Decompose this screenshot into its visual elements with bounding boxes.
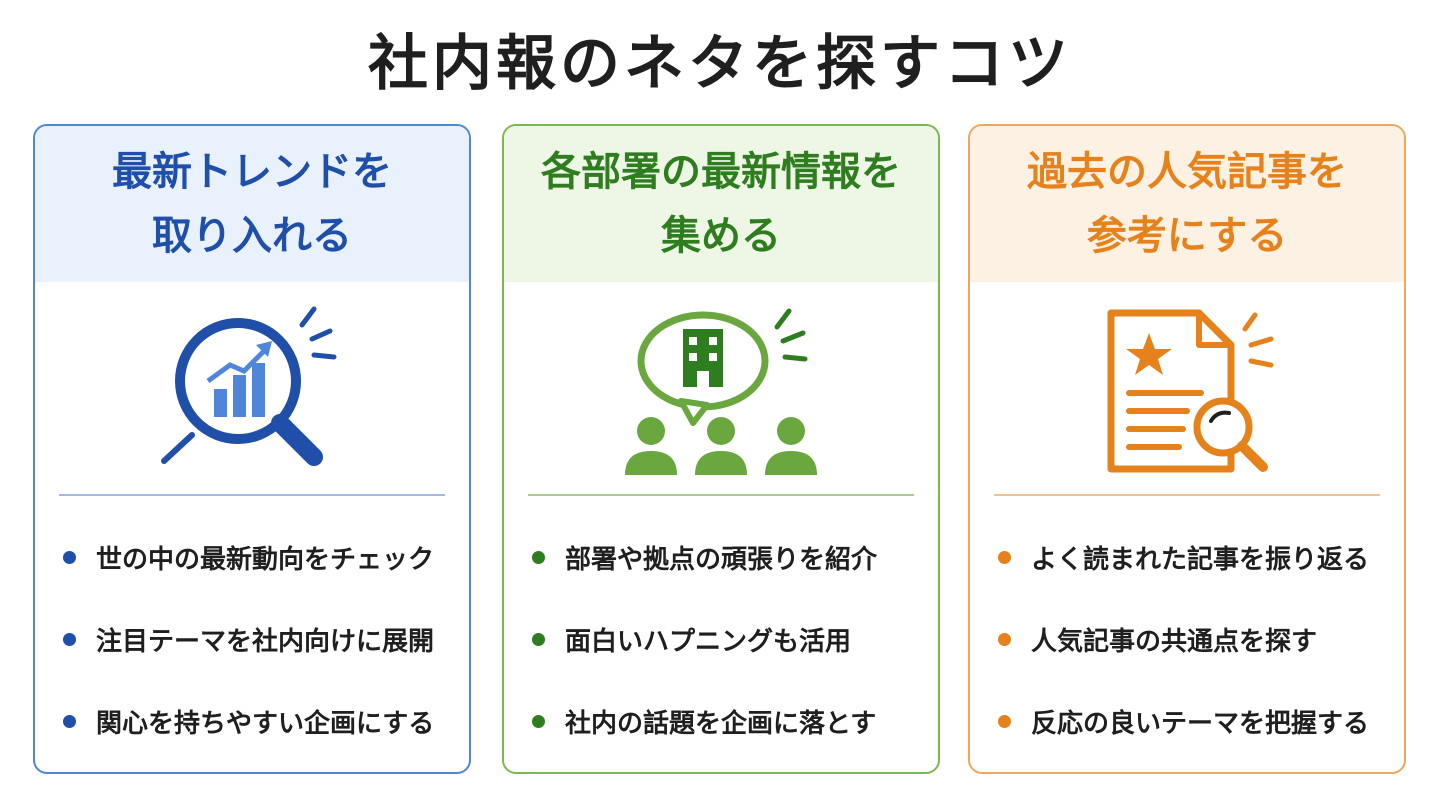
card-heading: 過去の人気記事を 参考にする xyxy=(1027,149,1347,259)
card-header: 各部署の最新情報を 集める xyxy=(504,126,938,282)
list-item: 関心を持ちやすい企画にする xyxy=(63,680,453,762)
card-divider xyxy=(528,494,914,496)
bullet-dot xyxy=(532,714,545,728)
bullet-dot xyxy=(63,714,76,728)
list-item: 社内の話題を企画に落とす xyxy=(532,680,922,762)
team-speech-building-icon xyxy=(504,298,938,488)
bullet-dot xyxy=(63,632,76,646)
card-divider xyxy=(994,494,1380,496)
card-popular-articles: 過去の人気記事を 参考にする よく読まれた記事を振り返る 人気記事の共通点を探す… xyxy=(968,124,1406,774)
bullet-dot xyxy=(532,632,545,646)
bullet-dot xyxy=(532,550,545,564)
list-item: 人気記事の共通点を探す xyxy=(998,598,1388,680)
bullet-dot xyxy=(998,632,1011,646)
card-divider xyxy=(59,494,445,496)
list-item: 世の中の最新動向をチェック xyxy=(63,516,453,598)
bullet-list: 部署や拠点の頑張りを紹介 面白いハプニングも活用 社内の話題を企画に落とす xyxy=(532,516,922,762)
card-header: 最新トレンドを 取り入れる xyxy=(35,126,469,282)
bullet-dot xyxy=(63,550,76,564)
list-item: 面白いハプニングも活用 xyxy=(532,598,922,680)
card-heading: 各部署の最新情報を 集める xyxy=(541,149,901,259)
page-title: 社内報のネタを探すコツ xyxy=(368,29,1072,99)
list-item: 反応の良いテーマを把握する xyxy=(998,680,1388,762)
list-item: よく読まれた記事を振り返る xyxy=(998,516,1388,598)
bullet-dot xyxy=(998,550,1011,564)
magnifier-chart-icon xyxy=(35,298,469,488)
card-latest-trends: 最新トレンドを 取り入れる 世の中の最新動向をチェック 注目テーマを社内向けに展… xyxy=(33,124,471,774)
card-department-news: 各部署の最新情報を 集める 部署や拠点の頑張りを紹介 面白いハプニングも活 xyxy=(502,124,940,774)
document-star-search-icon xyxy=(970,298,1404,488)
bullet-list: 世の中の最新動向をチェック 注目テーマを社内向けに展開 関心を持ちやすい企画にす… xyxy=(63,516,453,762)
list-item: 注目テーマを社内向けに展開 xyxy=(63,598,453,680)
list-item: 部署や拠点の頑張りを紹介 xyxy=(532,516,922,598)
card-header: 過去の人気記事を 参考にする xyxy=(970,126,1404,282)
card-heading: 最新トレンドを 取り入れる xyxy=(112,149,392,259)
bullet-dot xyxy=(998,714,1011,728)
bullet-list: よく読まれた記事を振り返る 人気記事の共通点を探す 反応の良いテーマを把握する xyxy=(998,516,1388,762)
